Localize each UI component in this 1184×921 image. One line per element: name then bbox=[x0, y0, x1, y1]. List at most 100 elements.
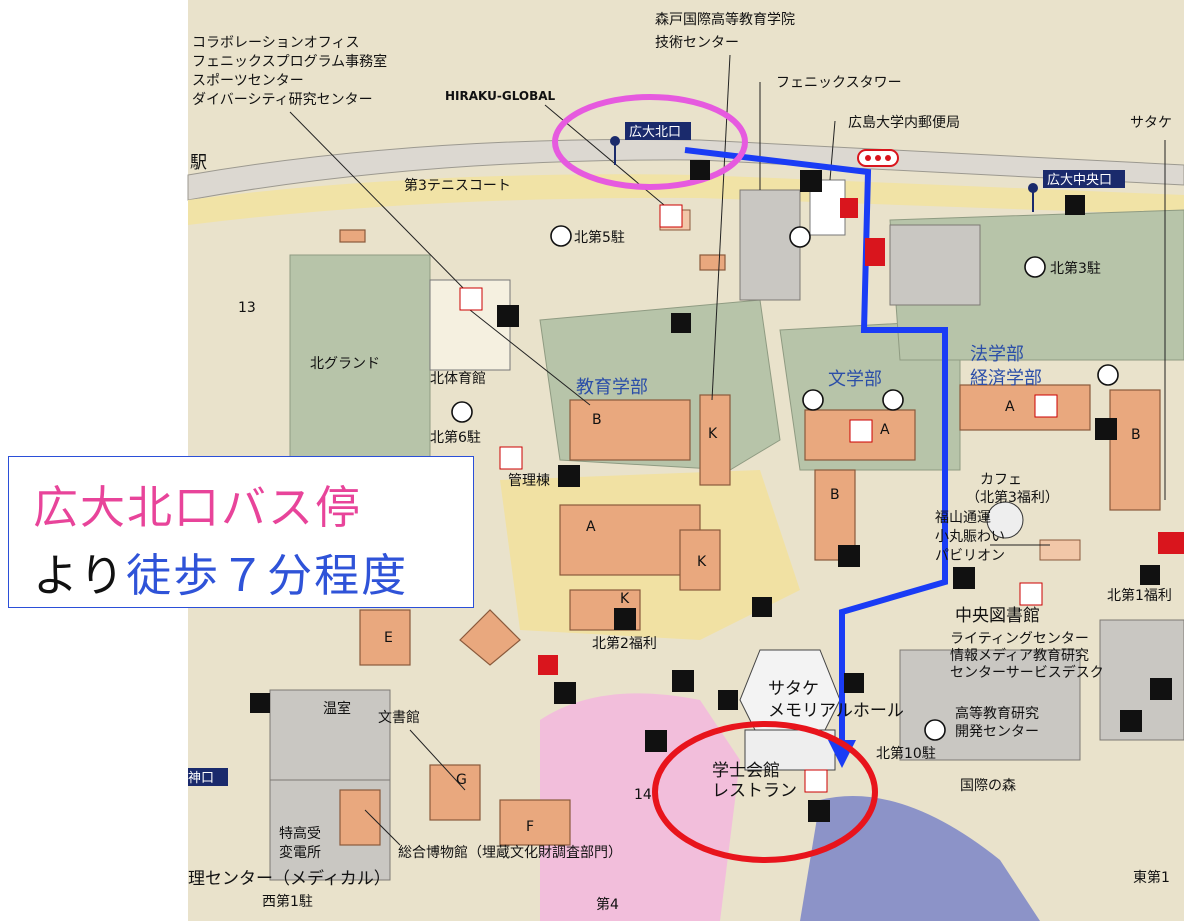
bus-stop-north-label: 広大北口 bbox=[629, 125, 681, 140]
stairs-icon bbox=[250, 693, 270, 713]
phoenix-tower-lot bbox=[739, 189, 801, 301]
building-g bbox=[429, 764, 481, 821]
parking-icon bbox=[550, 225, 572, 247]
elevator-icon bbox=[1120, 710, 1142, 732]
block-library bbox=[899, 649, 1081, 761]
stairs-icon bbox=[1065, 195, 1085, 215]
bank-icon bbox=[865, 238, 885, 266]
elevator-icon bbox=[645, 730, 667, 752]
grid-14-label: 14 bbox=[634, 787, 652, 803]
education-building-k-lower bbox=[679, 529, 721, 591]
museum-label: 総合博物館（埋蔵文化財調査部門） bbox=[398, 844, 622, 861]
pavilion-label-3: パビリオン bbox=[935, 548, 1005, 564]
facility-icons bbox=[497, 170, 1172, 822]
forest-label: 国際の森 bbox=[960, 778, 1016, 794]
education-building-k-upper bbox=[699, 394, 731, 486]
education-building-b bbox=[569, 399, 691, 461]
stairs-icons bbox=[250, 160, 1160, 713]
law-label: 法学部 bbox=[970, 344, 1024, 365]
sidewalk bbox=[188, 174, 1184, 225]
economics-label: 経済学部 bbox=[970, 368, 1042, 389]
gakushi-label-2: レストラン bbox=[712, 781, 797, 801]
stairs-icon bbox=[844, 673, 864, 693]
toilet-icon bbox=[672, 670, 694, 692]
parking-icon bbox=[882, 389, 904, 411]
collab-label-3: スポーツセンター bbox=[192, 73, 304, 89]
tennis-court-label: 第3テニスコート bbox=[404, 177, 511, 194]
satake-hall-label-1: サタケ bbox=[768, 679, 819, 699]
kobe-gate-sign bbox=[188, 768, 228, 786]
callout-line-1: 広大北口バス停 bbox=[33, 481, 363, 534]
medical-center-label: 理センター（メディカル） bbox=[188, 868, 391, 889]
stairs-icon bbox=[718, 690, 738, 710]
north10-parking-label: 北第10駐 bbox=[876, 745, 936, 762]
kobe-gate-label-overlay: 神口 bbox=[188, 771, 214, 786]
pavilion bbox=[1039, 539, 1081, 561]
vending-icon bbox=[800, 170, 822, 192]
aed-icon bbox=[499, 446, 523, 470]
collab-label-1: コラボレーションオフィス bbox=[192, 35, 359, 51]
toilet-icon bbox=[614, 608, 636, 630]
cafe-dome bbox=[986, 501, 1024, 539]
building-tokko bbox=[339, 789, 381, 846]
station-label: 駅 bbox=[190, 153, 207, 173]
walking-route bbox=[684, 147, 948, 755]
toilet-icon bbox=[1095, 418, 1117, 440]
morito-label: 森戸国際高等教育学院 bbox=[655, 11, 795, 28]
library-sub-2: 情報メディア教育研究 bbox=[950, 647, 1089, 664]
higher-ed-label-2: 開発センター bbox=[955, 724, 1039, 740]
pink-area bbox=[540, 693, 740, 921]
stairs-icon bbox=[671, 313, 691, 333]
phoenix-tower-label: フェニックスタワー bbox=[776, 75, 902, 91]
substation-label-2: 変電所 bbox=[279, 844, 321, 861]
satake-hall-label-2: メモリアルホール bbox=[768, 701, 904, 721]
gakushi-label-1: 学士会館 bbox=[712, 761, 780, 781]
hiraku-label: HIRAKU-GLOBAL bbox=[445, 89, 556, 103]
callout-prefix: より bbox=[33, 549, 127, 602]
access-callout: 広大北口バス停 より徒歩７分程度 bbox=[8, 456, 474, 608]
building-g-label: G bbox=[456, 772, 467, 788]
parking-icon bbox=[1097, 364, 1119, 386]
aed-icons bbox=[459, 204, 1058, 793]
toilet-icon bbox=[953, 567, 975, 589]
bus-stop-central-label: 広大中央口 bbox=[1047, 173, 1112, 188]
building-a-edu-label: A bbox=[586, 519, 596, 535]
aed-icon bbox=[659, 204, 683, 228]
north3-parking-label: 北第3駐 bbox=[1050, 260, 1101, 277]
bus-stop-central: 広大中央口 bbox=[1028, 170, 1125, 212]
law-building-b bbox=[1109, 389, 1161, 511]
collab-label-2: フェニックスプログラム事務室 bbox=[192, 53, 387, 70]
pavilion-label-2: 小丸賑わい bbox=[935, 529, 1005, 545]
aed-icon bbox=[1019, 582, 1043, 606]
toilet-icon bbox=[558, 465, 580, 487]
start-bus-stop-highlight bbox=[552, 94, 748, 190]
post-box-icon bbox=[538, 655, 558, 675]
archives-label: 文書館 bbox=[378, 709, 420, 726]
building-a-law-label: A bbox=[1005, 399, 1015, 415]
fourth-label: 第4 bbox=[596, 896, 619, 913]
grid-13-label: 13 bbox=[238, 300, 256, 316]
toilet-icon bbox=[1150, 678, 1172, 700]
east1-label: 東第1 bbox=[1133, 869, 1170, 886]
north6-parking-label: 北第6駐 bbox=[430, 429, 481, 446]
callout-line-2: より徒歩７分程度 bbox=[33, 539, 408, 604]
parking-icon bbox=[1024, 256, 1046, 278]
small-building-nw bbox=[339, 229, 366, 243]
collab-label-4: ダイバーシティ研究センター bbox=[192, 92, 373, 108]
stairs-icon bbox=[1140, 565, 1160, 585]
north-ground-label: 北グランド bbox=[310, 356, 380, 372]
toilet-icon bbox=[497, 305, 519, 327]
letters-label: 文学部 bbox=[828, 369, 882, 390]
north5-parking-label: 北第5駐 bbox=[574, 229, 625, 246]
north1-welfare-label: 北第1福利 bbox=[1107, 587, 1172, 604]
map-labels: 駅 HIRAKU-GLOBAL 森戸国際高等教育学院 技術センター コラボレーシ… bbox=[188, 11, 1172, 913]
greenhouse-label: 温室 bbox=[323, 700, 351, 717]
parking-north3 bbox=[889, 224, 981, 306]
block-onshitsu bbox=[269, 689, 391, 781]
education-label: 教育学部 bbox=[576, 377, 648, 398]
stairs-icon bbox=[752, 597, 772, 617]
satake-top-label: サタケ bbox=[1130, 115, 1172, 131]
building-f bbox=[499, 799, 571, 846]
building-f-label: F bbox=[526, 819, 534, 835]
